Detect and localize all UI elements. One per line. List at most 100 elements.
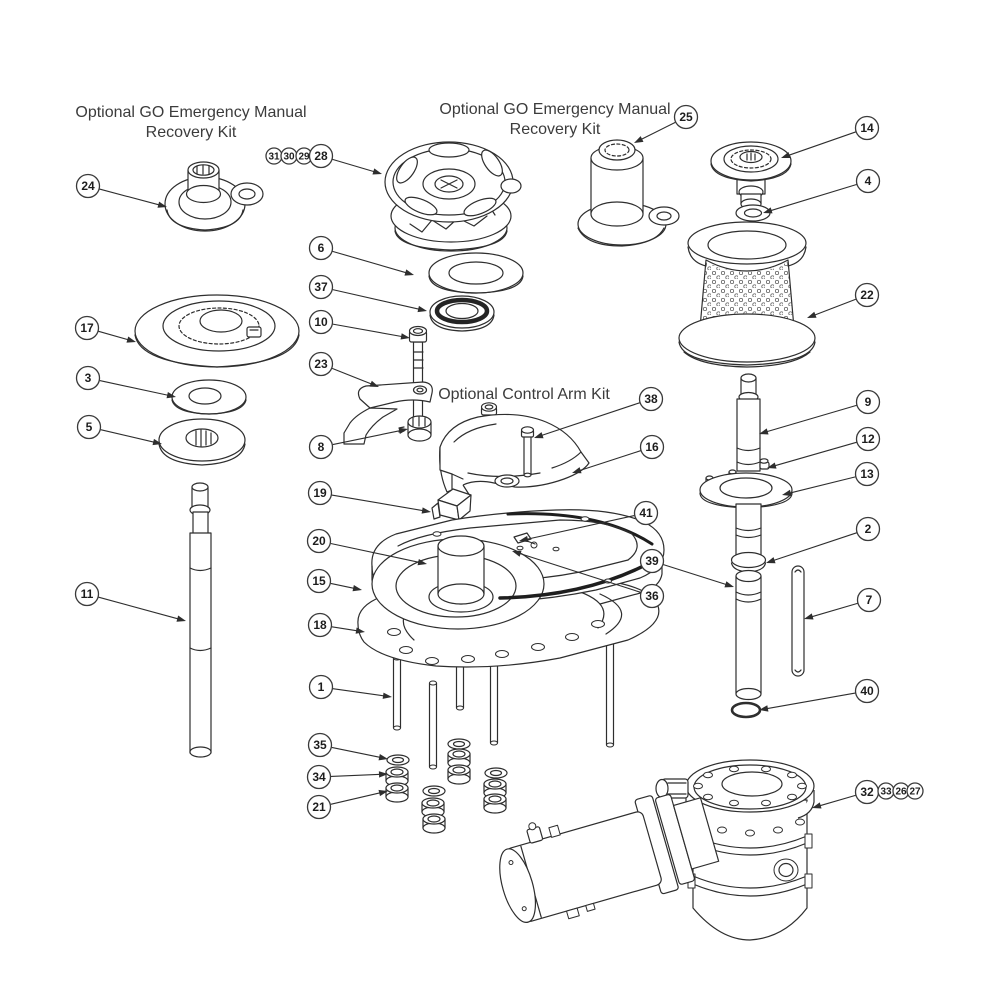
leader-line-41 [525, 515, 635, 541]
callout-circle-17 [74, 315, 100, 341]
leader-arrowhead-6 [404, 269, 414, 276]
leader-line-25 [640, 121, 676, 141]
callout-number-35: 35 [313, 738, 327, 752]
part-bolt-10 [408, 325, 428, 426]
part-key-rod-7 [791, 565, 805, 677]
leader-arrowhead-38 [534, 432, 544, 439]
callout-circle-6 [308, 235, 334, 261]
part-pawl-spring-41 [513, 532, 538, 549]
leader-arrowhead-3 [166, 391, 176, 399]
callout-1: 1 [308, 674, 392, 700]
callout-20: 20 [306, 528, 427, 566]
part-crank-arm-23 [343, 381, 433, 445]
callout-circle-2 [855, 516, 881, 542]
leader-arrowhead-21 [378, 789, 388, 797]
part-washer-3 [171, 379, 247, 415]
callout-27: 27 [906, 782, 924, 800]
callout-number-10: 10 [314, 315, 328, 329]
part-hex-nipple [655, 778, 689, 799]
leader-arrowhead-19 [421, 507, 431, 514]
leader-line-13 [788, 476, 856, 494]
leader-arrowhead-11 [176, 615, 186, 622]
callout-22: 22 [807, 282, 880, 318]
leader-line-20 [330, 542, 421, 564]
callout-number-6: 6 [318, 241, 325, 255]
leader-line-12 [773, 441, 857, 467]
callout-number-34: 34 [312, 770, 326, 784]
leader-arrowhead-12 [767, 462, 777, 469]
callout-19: 19 [307, 480, 431, 514]
part-pin-12 [759, 458, 770, 470]
callout-35: 35 [307, 732, 388, 761]
callout-circle-28 [308, 143, 334, 169]
leader-line-14 [787, 131, 856, 157]
callout-circle-5 [76, 414, 102, 440]
part-crank-adapter [164, 161, 264, 232]
callout-circle-22 [854, 282, 880, 308]
leader-line-9 [765, 404, 857, 433]
leader-line-39 [663, 564, 728, 586]
callout-circle-1 [308, 674, 334, 700]
callout-number-26: 26 [895, 786, 907, 797]
callout-circle-24 [75, 173, 101, 199]
callout-9: 9 [759, 389, 881, 435]
callout-circle-13 [854, 461, 880, 487]
leader-arrowhead-5 [152, 438, 162, 446]
callout-number-20: 20 [312, 534, 326, 548]
callout-number-41: 41 [639, 506, 653, 520]
callout-number-28: 28 [314, 149, 328, 163]
callout-6: 6 [308, 235, 414, 276]
callout-circle-23 [308, 351, 334, 377]
callout-number-1: 1 [318, 680, 325, 694]
part-washer-6 [428, 252, 524, 294]
callout-37: 37 [308, 274, 427, 313]
callout-8: 8 [308, 427, 408, 460]
part-oring-40 [730, 701, 762, 719]
callout-number-30: 30 [283, 151, 295, 162]
leader-line-36 [518, 552, 641, 593]
callout-circle-9 [855, 389, 881, 415]
callout-circle-18 [307, 612, 333, 638]
leader-line-4 [769, 183, 857, 212]
leader-line-37 [332, 289, 421, 310]
leader-line-19 [331, 494, 425, 512]
callout-circle-40 [854, 678, 880, 704]
leader-arrowhead-39 [724, 581, 734, 588]
callout-circle-41 [633, 500, 659, 526]
part-seal-37 [429, 295, 495, 332]
callout-circle-27 [906, 782, 924, 800]
callout-number-36: 36 [645, 589, 659, 603]
leader-line-17 [98, 330, 130, 341]
callout-28: 28 [308, 143, 382, 175]
leader-line-35 [331, 746, 382, 759]
callout-number-39: 39 [645, 554, 659, 568]
leader-arrowhead-18 [355, 627, 365, 634]
leader-line-7 [810, 602, 858, 618]
callout-number-11: 11 [81, 587, 94, 601]
leader-line-1 [332, 688, 386, 697]
part-crank-25 [577, 139, 680, 247]
leader-line-22 [813, 298, 856, 317]
callout-number-27: 27 [909, 786, 921, 797]
callout-33: 33 [877, 782, 895, 800]
callout-7: 7 [804, 587, 882, 620]
callout-circle-12 [855, 426, 881, 452]
callout-number-31: 31 [268, 151, 280, 162]
leader-line-16 [578, 450, 641, 472]
leader-line-18 [331, 626, 359, 632]
part-flange-13 [699, 469, 793, 509]
leader-arrowhead-20 [417, 558, 427, 566]
callout-circle-10 [308, 309, 334, 335]
callout-circle-35 [307, 732, 333, 758]
callout-number-21: 21 [312, 800, 326, 814]
callout-number-13: 13 [860, 467, 874, 481]
leader-line-8 [332, 429, 402, 446]
callout-11: 11 [74, 581, 186, 622]
callout-circle-21 [306, 794, 332, 820]
leader-arrowhead-32 [812, 802, 822, 809]
parts-artwork [134, 139, 816, 941]
leader-line-23 [331, 367, 373, 385]
fastener-group-a [385, 754, 410, 803]
